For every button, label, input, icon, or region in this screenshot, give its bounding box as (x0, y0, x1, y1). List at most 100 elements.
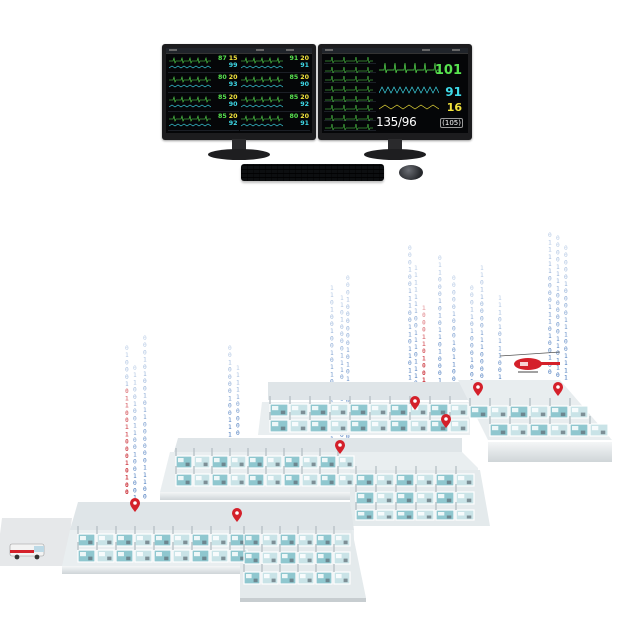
bed-icon (246, 574, 252, 579)
list-item[interactable] (324, 122, 376, 132)
binary-digit: 0 (408, 245, 412, 252)
binary-digit: 1 (556, 285, 560, 292)
binary-digit: 1 (340, 295, 344, 302)
equipment-icon (343, 578, 348, 583)
binary-digit: 1 (452, 354, 456, 361)
binary-digit: 1 (548, 247, 552, 254)
ambulance (9, 543, 45, 560)
equipment-icon (221, 462, 226, 467)
binary-digit: 1 (143, 479, 147, 486)
binary-digit: 1 (438, 327, 442, 334)
list-item[interactable] (324, 74, 376, 84)
binary-digit: 0 (470, 285, 474, 292)
binary-digit: 1 (556, 271, 560, 278)
binary-digit: 1 (438, 349, 442, 356)
binary-digit: 0 (125, 489, 129, 496)
binary-digit: 1 (408, 375, 412, 382)
binary-digit: 1 (346, 361, 350, 368)
binary-digit: 0 (143, 385, 147, 392)
bed-icon (232, 552, 238, 557)
list-item[interactable] (324, 55, 376, 64)
binary-digit: 1 (408, 303, 412, 310)
mouse[interactable] (399, 165, 423, 180)
bed-icon (552, 426, 559, 431)
bed-icon (398, 476, 405, 481)
list-item[interactable] (324, 65, 376, 74)
list-item[interactable] (324, 84, 376, 93)
bed-icon (318, 574, 324, 579)
binary-digit: 0 (143, 436, 147, 443)
helicopter (499, 351, 561, 373)
binary-digit: 0 (470, 364, 474, 371)
binary-digit: 0 (556, 350, 560, 357)
equipment-icon (540, 412, 546, 417)
floor-bottom-back-wall (70, 502, 354, 530)
list-item[interactable] (324, 103, 376, 112)
equipment-icon (406, 515, 412, 519)
equipment-icon (164, 556, 169, 561)
binary-digit: 1 (414, 301, 418, 308)
spo2-value: 91 (300, 119, 309, 127)
binary-digit: 1 (498, 324, 502, 331)
equipment-icon (466, 480, 472, 485)
binary-digit: 0 (556, 257, 560, 264)
binary-digit: 0 (452, 275, 456, 282)
equipment-icon (540, 430, 546, 435)
bed-icon (300, 554, 306, 559)
rr-value: 20 (228, 93, 238, 101)
binary-digit: 0 (452, 304, 456, 311)
binary-digit: 1 (340, 317, 344, 324)
binary-digit: 0 (564, 274, 568, 281)
list-item[interactable] (324, 94, 376, 103)
equipment-icon (440, 426, 446, 431)
equipment-icon (386, 498, 392, 503)
binary-digit: 0 (133, 444, 137, 451)
binary-digit: 1 (340, 302, 344, 309)
binary-digit: 0 (452, 325, 456, 332)
binary-digit: 1 (438, 334, 442, 341)
binary-digit: 1 (548, 268, 552, 275)
bed-icon (250, 458, 256, 463)
binary-digit: 1 (330, 371, 334, 378)
binary-digit: 1 (564, 324, 568, 331)
binary-digit: 0 (236, 401, 240, 408)
binary-digit: 1 (228, 359, 232, 366)
bed-icon (268, 458, 274, 463)
binary-digit: 1 (414, 265, 418, 272)
binary-digit: 0 (133, 466, 137, 473)
binary-digit: 0 (470, 371, 474, 378)
equipment-icon (202, 556, 207, 561)
binary-digit: 0 (125, 467, 129, 474)
binary-digit: 0 (330, 314, 334, 321)
binary-digit: 1 (143, 407, 147, 414)
hr-value: 80 (289, 112, 299, 120)
binary-digit: 0 (408, 317, 412, 324)
binary-digit: 1 (564, 317, 568, 324)
floor-bottom-edge (62, 566, 240, 574)
equipment-icon (307, 540, 312, 545)
binary-digit: 0 (340, 324, 344, 331)
ecg-waveform (325, 95, 373, 103)
keyboard[interactable] (241, 164, 384, 181)
binary-digit: 1 (236, 394, 240, 401)
equipment-icon (500, 412, 506, 417)
binary-digit: 1 (143, 414, 147, 421)
list-item[interactable] (324, 113, 376, 122)
binary-digit: 0 (143, 457, 147, 464)
binary-digit: 0 (346, 433, 350, 440)
bed-icon (472, 408, 479, 413)
binary-digit: 0 (470, 299, 474, 306)
binary-digit: 0 (422, 348, 426, 355)
binary-digit: 0 (346, 318, 350, 325)
bed-icon (432, 422, 439, 427)
